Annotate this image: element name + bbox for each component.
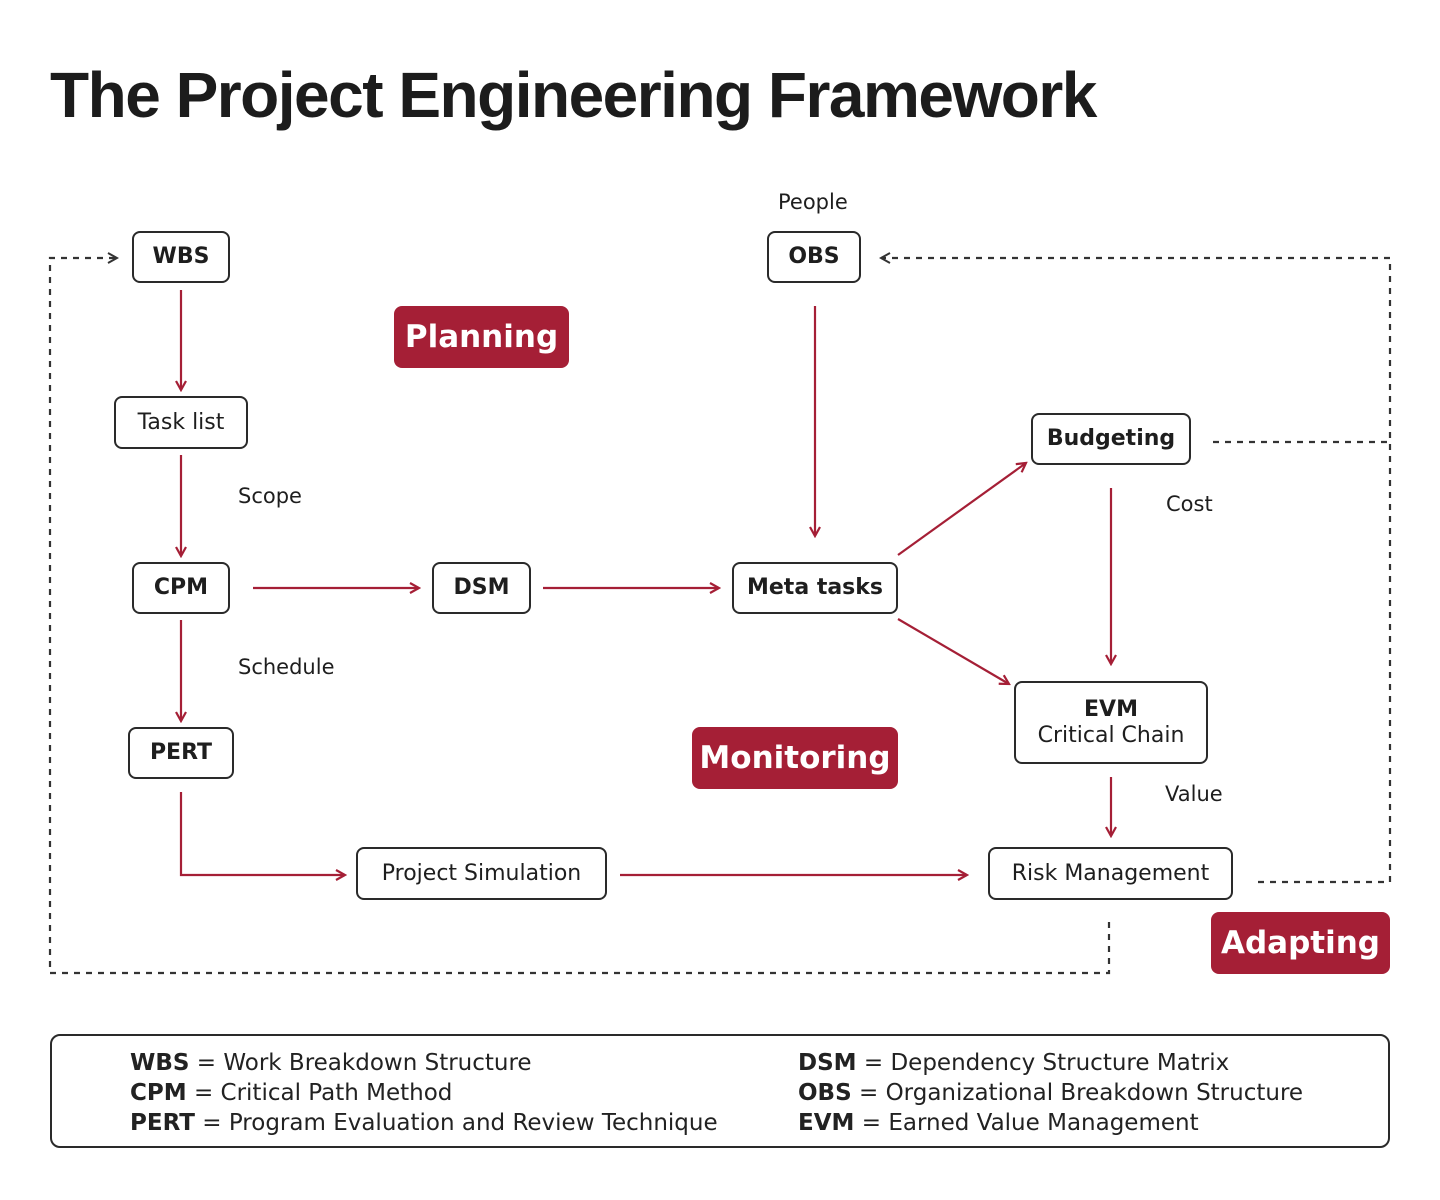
node-budgeting: Budgeting	[1031, 413, 1191, 465]
stage-adapting-badge: Adapting	[1211, 912, 1390, 974]
legend-definition: Critical Path Method	[220, 1080, 453, 1106]
legend-abbr: WBS	[130, 1050, 190, 1076]
node-label: OBS	[788, 244, 840, 270]
node-obs: OBS	[767, 231, 861, 283]
label-cost: Cost	[1166, 492, 1213, 516]
label-schedule: Schedule	[238, 655, 335, 679]
node-label: WBS	[152, 244, 210, 270]
node-wbs: WBS	[132, 231, 230, 283]
node-label: Task list	[137, 409, 225, 435]
node-dsm: DSM	[432, 562, 531, 614]
node-label: Project Simulation	[381, 860, 582, 886]
legend-abbr: PERT	[130, 1110, 195, 1136]
legend-column-left: WBS = Work Breakdown Structure CPM = Cri…	[130, 1048, 718, 1138]
legend-equals: =	[196, 1050, 217, 1076]
legend-item: CPM = Critical Path Method	[130, 1078, 718, 1108]
node-evm-critical-chain: EVM Critical Chain	[1014, 681, 1208, 764]
node-label: Budgeting	[1046, 426, 1176, 452]
stage-planning-badge: Planning	[394, 306, 569, 368]
arrow-metatasks-to-evm	[897, 618, 1009, 684]
legend-definition: Earned Value Management	[888, 1110, 1199, 1136]
node-risk-management: Risk Management	[988, 847, 1233, 900]
node-label-critical-chain: Critical Chain	[1037, 722, 1185, 748]
node-project-simulation: Project Simulation	[356, 847, 607, 900]
legend-abbr: CPM	[130, 1080, 187, 1106]
node-label-evm: EVM	[1084, 697, 1138, 723]
legend-box: WBS = Work Breakdown Structure CPM = Cri…	[50, 1034, 1390, 1148]
legend-abbr: OBS	[798, 1080, 852, 1106]
label-scope: Scope	[238, 484, 302, 508]
node-label: Meta tasks	[746, 575, 884, 601]
node-pert: PERT	[128, 727, 234, 779]
feedback-loop-to-obs	[881, 258, 1392, 884]
feedback-loop-to-wbs	[48, 258, 1111, 975]
label-value: Value	[1165, 782, 1223, 806]
legend-equals: =	[861, 1110, 881, 1136]
arrow-metatasks-to-budgeting	[897, 463, 1026, 556]
node-label: CPM	[153, 575, 209, 601]
node-label: Risk Management	[1011, 860, 1210, 886]
page-title: The Project Engineering Framework	[50, 59, 1097, 131]
node-task-list: Task list	[114, 396, 248, 449]
legend-item: OBS = Organizational Breakdown Structure	[798, 1078, 1303, 1108]
node-label: DSM	[453, 575, 510, 601]
legend-abbr: DSM	[798, 1050, 857, 1076]
arrow-pert-to-simulation	[179, 792, 345, 875]
legend-equals: =	[863, 1050, 884, 1076]
stage-monitoring-badge: Monitoring	[692, 727, 898, 789]
legend-definition: Work Breakdown Structure	[223, 1050, 532, 1076]
legend-definition: Organizational Breakdown Structure	[885, 1080, 1304, 1106]
node-cpm: CPM	[132, 562, 230, 614]
legend-equals: =	[858, 1080, 879, 1106]
node-meta-tasks: Meta tasks	[732, 562, 898, 614]
node-label: PERT	[149, 740, 213, 766]
legend-abbr: EVM	[798, 1110, 855, 1136]
label-people: People	[778, 190, 848, 214]
legend-equals: =	[202, 1110, 222, 1136]
legend-equals: =	[193, 1080, 214, 1106]
legend-column-right: DSM = Dependency Structure Matrix OBS = …	[798, 1048, 1303, 1138]
legend-definition: Program Evaluation and Review Technique	[228, 1110, 718, 1136]
legend-definition: Dependency Structure Matrix	[890, 1050, 1230, 1076]
legend-item: PERT = Program Evaluation and Review Tec…	[130, 1108, 718, 1138]
legend-item: WBS = Work Breakdown Structure	[130, 1048, 718, 1078]
legend-item: DSM = Dependency Structure Matrix	[798, 1048, 1303, 1078]
legend-item: EVM = Earned Value Management	[798, 1108, 1303, 1138]
